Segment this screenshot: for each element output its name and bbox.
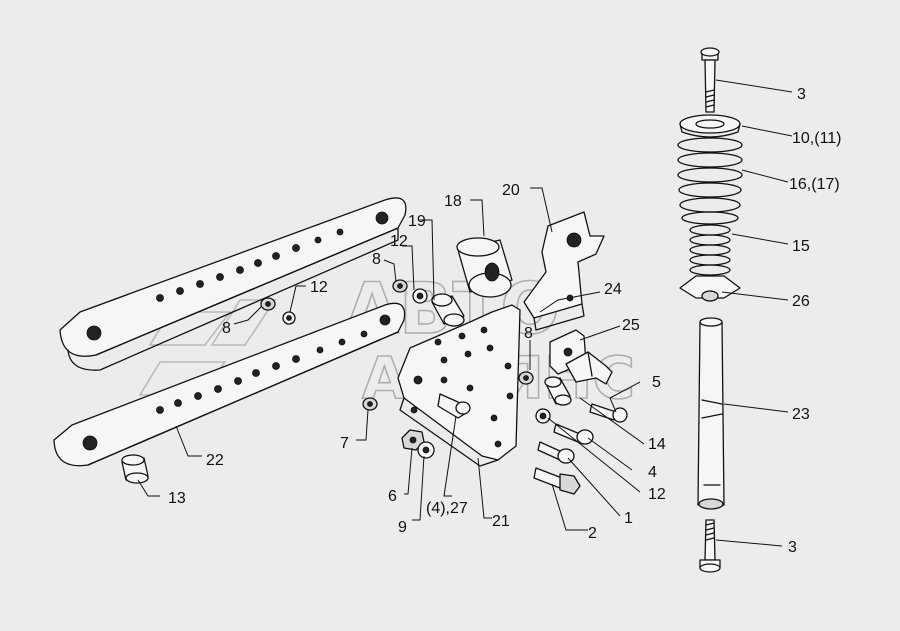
callout-23: 23 <box>792 406 810 423</box>
callout-8-left: 8 <box>222 320 231 337</box>
callout-8-center: 8 <box>524 325 533 342</box>
callout-8-top: 8 <box>372 251 381 268</box>
part-18-roller <box>456 237 513 298</box>
part-21-main-plate <box>397 304 521 467</box>
part-27-pin <box>437 393 471 419</box>
part-26-lower-seat <box>679 275 741 302</box>
callout-25: 25 <box>622 317 640 334</box>
callout-13: 13 <box>168 490 186 507</box>
part-22-upper-arm <box>59 197 407 371</box>
callout-15: 15 <box>792 238 810 255</box>
part-8-nut-upper-arm <box>260 297 276 311</box>
callout-19: 19 <box>408 213 426 230</box>
bolt-bottom-thread <box>705 522 715 541</box>
callout-24: 24 <box>604 281 622 298</box>
part-12-washer-upper-arm <box>282 311 296 325</box>
callout-20: 20 <box>502 182 520 199</box>
part-5-screw <box>589 403 628 423</box>
callout-4-27: (4),27 <box>426 500 468 517</box>
leader-lines <box>137 79 793 547</box>
part-3-bolt-bottom <box>699 519 721 573</box>
upper-arm-holes <box>156 228 344 302</box>
part-15-inner-spring <box>689 224 731 276</box>
part-3-bolt-top <box>700 47 720 113</box>
part-8-nut-center <box>518 371 534 385</box>
part-14-sleeve <box>544 376 572 406</box>
part-20-bracket <box>523 211 605 331</box>
callout-26: 26 <box>792 293 810 310</box>
part-12-washer-center <box>535 408 551 424</box>
part-10-spring-seat <box>679 114 741 138</box>
callout-labels: 3 10,(11) 16,(17) 15 26 23 3 20 18 19 12… <box>168 86 842 556</box>
part-22-lower-arm <box>53 302 406 467</box>
callout-10: 10,(11) <box>792 130 842 147</box>
callout-2: 2 <box>588 525 597 542</box>
part-7-nut <box>362 397 378 411</box>
callout-12-bottom: 12 <box>648 486 666 503</box>
callout-14: 14 <box>648 436 666 453</box>
callout-16: 16,(17) <box>789 176 840 193</box>
callout-22: 22 <box>206 452 224 469</box>
part-19-spacer <box>431 293 465 327</box>
part-12-washer-upper-left <box>412 288 428 304</box>
callout-9: 9 <box>398 519 407 536</box>
callout-6: 6 <box>388 488 397 505</box>
plate-holes <box>410 326 514 448</box>
part-2-bolt <box>533 467 581 495</box>
callout-12-top: 12 <box>390 233 408 250</box>
bolt-top-thread <box>705 89 715 108</box>
callout-4: 4 <box>648 464 657 481</box>
callout-12-left: 12 <box>310 279 328 296</box>
part-16-outer-spring <box>677 137 743 225</box>
part-13-bushing <box>121 454 149 484</box>
lower-arm-holes <box>156 330 368 414</box>
part-8-nut-upper-left <box>392 279 408 293</box>
part-1-screw <box>537 441 575 464</box>
callout-18: 18 <box>444 193 462 210</box>
callout-7: 7 <box>340 435 349 452</box>
callout-3-top: 3 <box>797 86 806 103</box>
callout-5: 5 <box>652 374 661 391</box>
part-23-rod <box>697 317 725 510</box>
callout-21: 21 <box>492 513 510 530</box>
callout-3-bottom: 3 <box>788 539 797 556</box>
part-25-latch <box>565 351 613 385</box>
part-9-washer <box>417 441 435 459</box>
callout-1: 1 <box>624 510 633 527</box>
